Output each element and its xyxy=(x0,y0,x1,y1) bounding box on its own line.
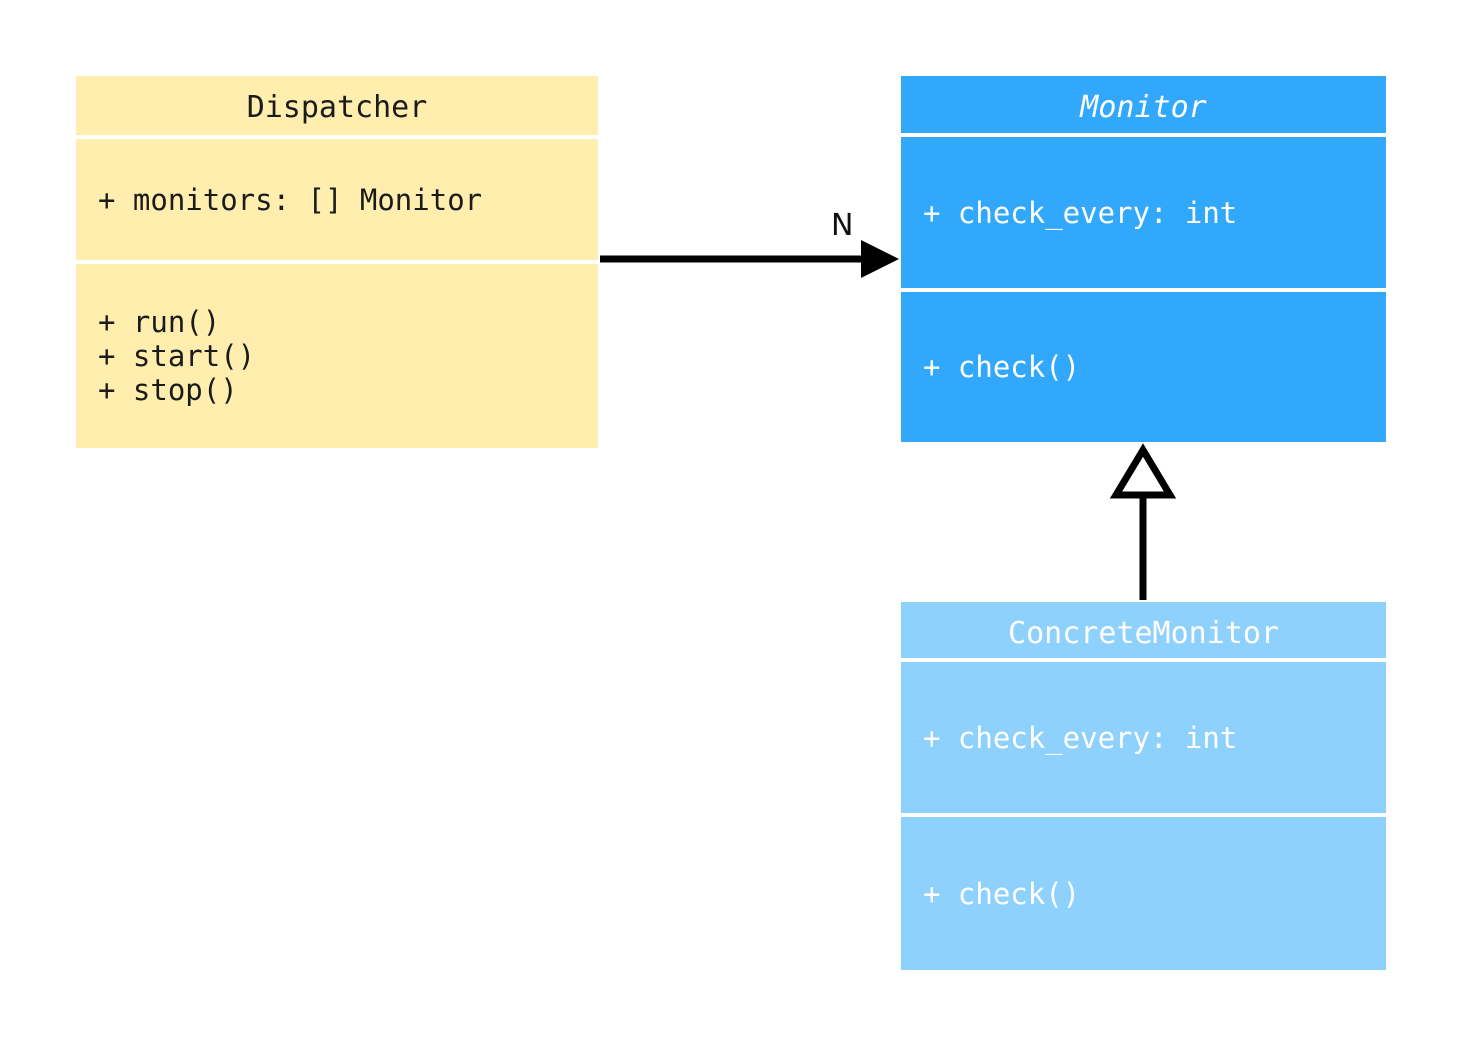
hollow-triangle-icon xyxy=(1109,443,1177,499)
association-multiplicity-label: N xyxy=(831,208,854,243)
class-divider xyxy=(901,813,1386,817)
class-attributes-monitor: + check_every: int xyxy=(901,137,1386,288)
operation-item: + run() xyxy=(98,305,221,339)
class-divider xyxy=(76,260,598,264)
class-divider xyxy=(901,288,1386,292)
operation-item: + check() xyxy=(923,350,1081,384)
class-title-monitor: Monitor xyxy=(1080,90,1207,125)
class-attributes-dispatcher: + monitors: [] Monitor xyxy=(76,139,598,260)
class-box-dispatcher[interactable]: Dispatcher + monitors: [] Monitor + run(… xyxy=(76,76,598,448)
class-title-concretemonitor: ConcreteMonitor xyxy=(1008,616,1279,651)
attribute-item: + monitors: [] Monitor xyxy=(98,182,483,217)
attribute-item: + check_every: int xyxy=(923,720,1238,755)
operation-item: + stop() xyxy=(98,373,238,407)
filled-arrowhead-icon xyxy=(861,240,899,278)
class-box-monitor[interactable]: Monitor + check_every: int + check() xyxy=(901,76,1386,442)
class-divider xyxy=(901,658,1386,662)
attribute-item: + check_every: int xyxy=(923,195,1238,230)
association-dispatcher-to-monitor xyxy=(600,240,899,278)
class-title-dispatcher: Dispatcher xyxy=(246,90,428,125)
operation-item: + check() xyxy=(923,876,1081,911)
class-attributes-concretemonitor: + check_every: int xyxy=(901,662,1386,813)
operation-item: + start() xyxy=(98,339,256,373)
class-divider xyxy=(76,135,598,139)
class-divider xyxy=(901,133,1386,137)
class-operations-dispatcher: + run() + start() + stop() xyxy=(76,264,598,448)
generalization-concretemonitor-to-monitor xyxy=(1109,443,1177,600)
class-operations-concretemonitor: + check() xyxy=(901,817,1386,970)
class-box-concretemonitor[interactable]: ConcreteMonitor + check_every: int + che… xyxy=(901,602,1386,970)
class-operations-monitor: + check() xyxy=(901,292,1386,442)
